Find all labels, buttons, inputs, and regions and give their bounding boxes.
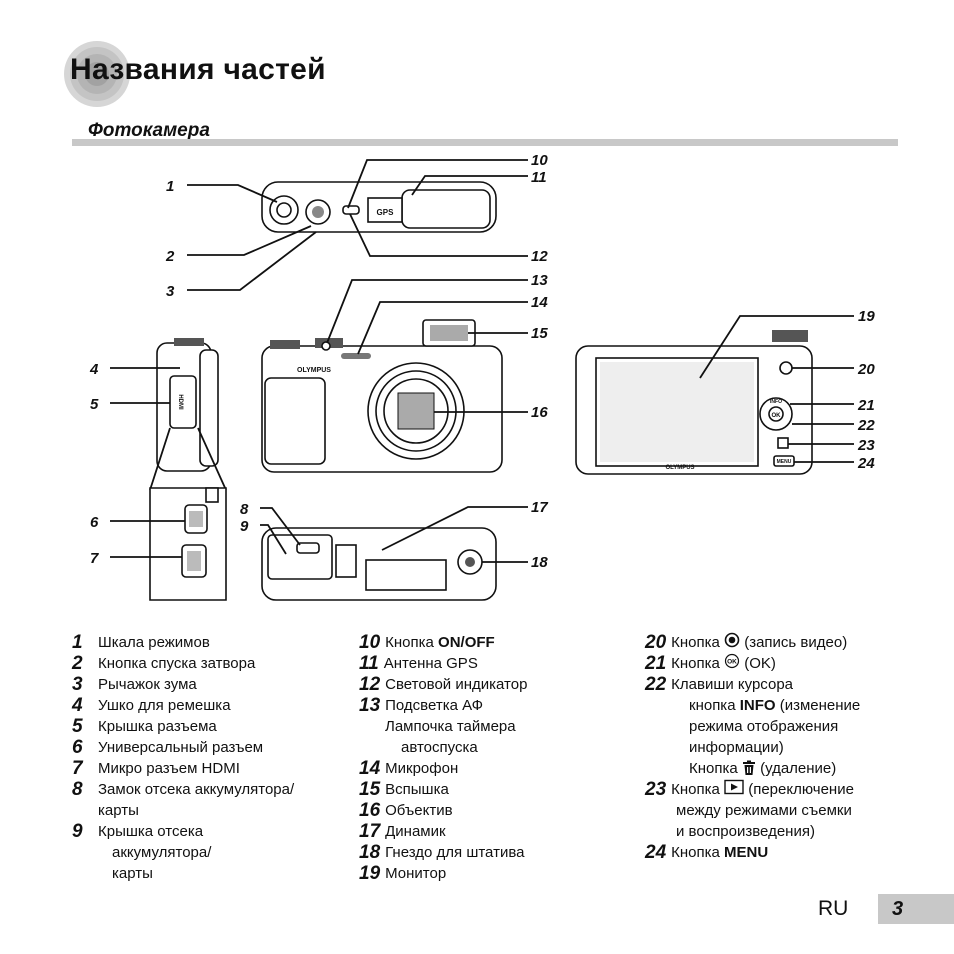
callout-20: 20 xyxy=(857,361,875,378)
list-item-continuation: автоспуска xyxy=(401,739,478,756)
list-item-continuation: режима отображения xyxy=(689,718,839,735)
playback-icon xyxy=(724,779,744,795)
callout-5: 5 xyxy=(90,396,99,413)
list-item-continuation: Кнопка (удаление) xyxy=(689,760,837,777)
list-item-continuation: кнопка INFO (изменение xyxy=(689,697,861,714)
list-item-continuation: карты xyxy=(98,802,139,819)
callout-4: 4 xyxy=(89,361,99,378)
list-item-continuation: Лампочка таймера xyxy=(385,718,516,735)
list-item-continuation: и воспроизведения) xyxy=(676,823,815,840)
callout-8: 8 xyxy=(240,501,249,518)
hdmi-marking: HDMI xyxy=(177,394,183,410)
section-divider xyxy=(72,139,898,146)
leader-lines xyxy=(110,159,854,563)
callout-11: 11 xyxy=(531,169,547,186)
list-item-continuation: аккумулятора/ xyxy=(112,844,212,861)
list-item-continuation: информации) xyxy=(689,739,784,756)
page-footer: RU 3 xyxy=(818,894,954,924)
callout-24: 24 xyxy=(857,455,875,472)
ok-marking: OK xyxy=(772,413,782,419)
list-item-continuation: карты xyxy=(112,865,153,882)
camera-top-view: GPS xyxy=(261,181,497,233)
callout-2: 2 xyxy=(165,248,175,265)
page-title: Названия частей xyxy=(70,53,326,86)
menu-marking: MENU xyxy=(777,459,792,465)
camera-diagram: GPS HDMI OLYMPUS xyxy=(89,152,875,601)
callout-16: 16 xyxy=(531,404,548,421)
camera-side-view: HDMI xyxy=(156,338,219,472)
callout-22: 22 xyxy=(857,417,875,434)
callout-18: 18 xyxy=(531,554,548,571)
callout-10: 10 xyxy=(531,152,548,169)
page-number: 3 xyxy=(892,898,904,920)
callout-7: 7 xyxy=(90,550,99,567)
callout-1: 1 xyxy=(166,178,174,195)
callout-14: 14 xyxy=(531,294,548,311)
camera-lens-icon xyxy=(64,41,130,107)
callout-3: 3 xyxy=(166,283,175,300)
brand-front: OLYMPUS xyxy=(297,367,331,374)
ok-button-icon: OK xyxy=(724,653,740,669)
camera-bottom-view xyxy=(261,527,497,601)
gps-marking: GPS xyxy=(377,208,395,217)
camera-front-view: OLYMPUS xyxy=(261,319,503,473)
callout-12: 12 xyxy=(531,248,548,265)
callout-6: 6 xyxy=(90,514,99,531)
callout-numbers: 1 2 3 4 5 6 7 8 9 10 11 12 13 14 15 16 1… xyxy=(89,152,875,571)
ok-icon-text: OK xyxy=(727,659,737,666)
movie-record-icon xyxy=(724,632,740,648)
callout-21: 21 xyxy=(857,397,875,414)
camera-back-view: OK INFO MENU OLYMPUS xyxy=(575,330,813,475)
info-marking: INFO xyxy=(770,399,782,405)
callout-15: 15 xyxy=(531,325,548,342)
section-title: Фотокамера xyxy=(88,120,210,141)
connector-detail xyxy=(149,427,227,601)
brand-back: OLYMPUS xyxy=(665,465,694,471)
callout-23: 23 xyxy=(857,437,875,454)
list-item-continuation: между режимами съемки xyxy=(676,802,852,819)
callout-9: 9 xyxy=(240,518,249,535)
callout-17: 17 xyxy=(531,499,548,516)
language-code: RU xyxy=(818,897,849,920)
callout-13: 13 xyxy=(531,272,548,289)
page-number-box: 3 xyxy=(878,894,954,924)
trash-icon xyxy=(742,760,755,775)
callout-19: 19 xyxy=(858,308,875,325)
